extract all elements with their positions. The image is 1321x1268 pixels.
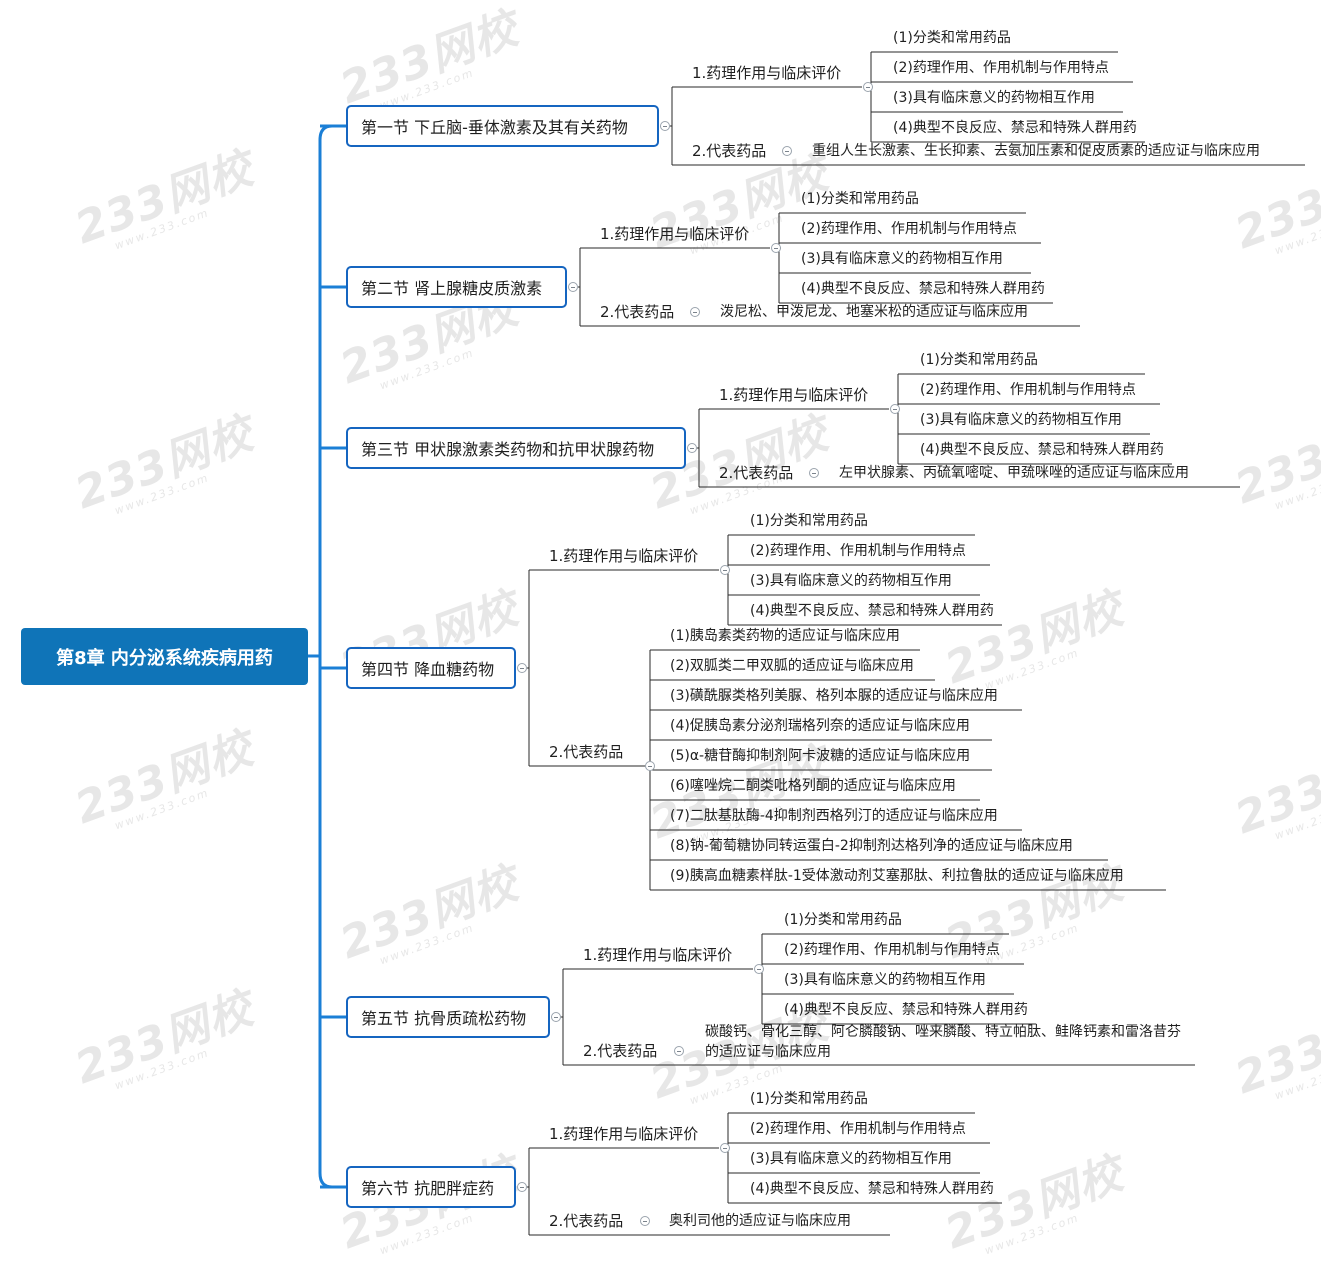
section-node[interactable]: 第二节 肾上腺糖皮质激素 bbox=[346, 266, 567, 308]
eval-item[interactable]: (3)具有临床意义的药物相互作用 bbox=[801, 251, 1003, 267]
collapse-toggle-icon[interactable] bbox=[551, 1012, 561, 1022]
drug-item[interactable]: (6)噻唑烷二酮类吡格列酮的适应证与临床应用 bbox=[670, 778, 956, 794]
eval-item[interactable]: (3)具有临床意义的药物相互作用 bbox=[750, 1151, 952, 1167]
collapse-toggle-icon[interactable] bbox=[568, 282, 578, 292]
eval-branch-label[interactable]: 1.药理作用与临床评价 bbox=[600, 225, 750, 243]
collapse-toggle-icon[interactable] bbox=[720, 565, 730, 575]
eval-item[interactable]: (1)分类和常用药品 bbox=[750, 1091, 868, 1107]
drug-branch-label[interactable]: 2.代表药品 bbox=[549, 743, 624, 761]
collapse-toggle-icon[interactable] bbox=[690, 307, 700, 317]
drug-item[interactable]: (9)胰高血糖素样肽-1受体激动剂艾塞那肽、利拉鲁肽的适应证与临床应用 bbox=[670, 868, 1124, 884]
drug-branch-label[interactable]: 2.代表药品 bbox=[692, 142, 767, 160]
eval-item[interactable]: (4)典型不良反应、禁忌和特殊人群用药 bbox=[750, 603, 994, 619]
collapse-toggle-icon[interactable] bbox=[517, 1182, 527, 1192]
section-node[interactable]: 第一节 下丘脑-垂体激素及其有关药物 bbox=[346, 105, 659, 147]
eval-item[interactable]: (2)药理作用、作用机制与作用特点 bbox=[893, 60, 1109, 76]
drug-branch-label[interactable]: 2.代表药品 bbox=[549, 1212, 624, 1230]
collapse-toggle-icon[interactable] bbox=[863, 82, 873, 92]
eval-item[interactable]: (2)药理作用、作用机制与作用特点 bbox=[801, 221, 1017, 237]
drug-branch-label[interactable]: 2.代表药品 bbox=[583, 1042, 658, 1060]
eval-item[interactable]: (3)具有临床意义的药物相互作用 bbox=[784, 972, 986, 988]
collapse-toggle-icon[interactable] bbox=[645, 761, 655, 771]
collapse-toggle-icon[interactable] bbox=[517, 663, 527, 673]
drug-item[interactable]: (2)双胍类二甲双胍的适应证与临床应用 bbox=[670, 658, 914, 674]
drug-item[interactable]: (5)α-糖苷酶抑制剂阿卡波糖的适应证与临床应用 bbox=[670, 748, 971, 764]
eval-branch-label[interactable]: 1.药理作用与临床评价 bbox=[692, 64, 842, 82]
drug-item[interactable]: 碳酸钙、骨化三醇、阿仑膦酸钠、唑来膦酸、特立帕肽、鲑降钙素和雷洛昔芬的适应证与临… bbox=[705, 1024, 1181, 1060]
eval-item[interactable]: (4)典型不良反应、禁忌和特殊人群用药 bbox=[784, 1002, 1028, 1018]
drug-item[interactable]: (3)磺酰脲类格列美脲、格列本脲的适应证与临床应用 bbox=[670, 688, 998, 704]
section-node[interactable]: 第三节 甲状腺激素类药物和抗甲状腺药物 bbox=[346, 427, 686, 469]
drug-item[interactable]: 奥利司他的适应证与临床应用 bbox=[669, 1213, 851, 1229]
drug-branch-label[interactable]: 2.代表药品 bbox=[600, 303, 675, 321]
collapse-toggle-icon[interactable] bbox=[809, 468, 819, 478]
eval-branch-label[interactable]: 1.药理作用与临床评价 bbox=[719, 386, 869, 404]
connector-lines bbox=[308, 51, 1305, 1236]
eval-item[interactable]: (1)分类和常用药品 bbox=[784, 912, 902, 928]
eval-item[interactable]: (2)药理作用、作用机制与作用特点 bbox=[750, 1121, 966, 1137]
drug-item[interactable]: 泼尼松、甲泼尼龙、地塞米松的适应证与临床应用 bbox=[720, 304, 1028, 320]
spine-line bbox=[318, 124, 334, 1189]
eval-item[interactable]: (1)分类和常用药品 bbox=[801, 191, 919, 207]
section-node[interactable]: 第四节 降血糖药物 bbox=[346, 647, 516, 689]
eval-item[interactable]: (1)分类和常用药品 bbox=[920, 352, 1038, 368]
eval-item[interactable]: (2)药理作用、作用机制与作用特点 bbox=[920, 382, 1136, 398]
eval-item[interactable]: (4)典型不良反应、禁忌和特殊人群用药 bbox=[750, 1181, 994, 1197]
drug-item[interactable]: (8)钠-葡萄糖协同转运蛋白-2抑制剂达格列净的适应证与临床应用 bbox=[670, 838, 1073, 854]
collapse-toggle-icon[interactable] bbox=[782, 146, 792, 156]
collapse-toggle-icon[interactable] bbox=[660, 121, 670, 131]
eval-item[interactable]: (4)典型不良反应、禁忌和特殊人群用药 bbox=[801, 281, 1045, 297]
drug-item[interactable]: (1)胰岛素类药物的适应证与临床应用 bbox=[670, 628, 900, 644]
collapse-toggle-icon[interactable] bbox=[890, 404, 900, 414]
eval-item[interactable]: (1)分类和常用药品 bbox=[893, 30, 1011, 46]
drug-item[interactable]: 重组人生长激素、生长抑素、去氨加压素和促皮质素的适应证与临床应用 bbox=[812, 143, 1260, 159]
collapse-toggle-icon[interactable] bbox=[720, 1143, 730, 1153]
collapse-toggle-icon[interactable] bbox=[640, 1216, 650, 1226]
eval-branch-label[interactable]: 1.药理作用与临床评价 bbox=[583, 946, 733, 964]
drug-branch-label[interactable]: 2.代表药品 bbox=[719, 464, 794, 482]
section-node[interactable]: 第六节 抗肥胖症药 bbox=[346, 1166, 516, 1208]
eval-item[interactable]: (2)药理作用、作用机制与作用特点 bbox=[784, 942, 1000, 958]
eval-item[interactable]: (3)具有临床意义的药物相互作用 bbox=[750, 573, 952, 589]
eval-item[interactable]: (4)典型不良反应、禁忌和特殊人群用药 bbox=[920, 442, 1164, 458]
eval-item[interactable]: (3)具有临床意义的药物相互作用 bbox=[893, 90, 1095, 106]
drug-item[interactable]: (4)促胰岛素分泌剂瑞格列奈的适应证与临床应用 bbox=[670, 718, 970, 734]
eval-branch-label[interactable]: 1.药理作用与临床评价 bbox=[549, 547, 699, 565]
collapse-toggle-icon[interactable] bbox=[771, 243, 781, 253]
eval-item[interactable]: (1)分类和常用药品 bbox=[750, 513, 868, 529]
eval-item[interactable]: (3)具有临床意义的药物相互作用 bbox=[920, 412, 1122, 428]
eval-item[interactable]: (2)药理作用、作用机制与作用特点 bbox=[750, 543, 966, 559]
drug-item[interactable]: (7)二肽基肽酶-4抑制剂西格列汀的适应证与临床应用 bbox=[670, 808, 998, 824]
eval-branch-label[interactable]: 1.药理作用与临床评价 bbox=[549, 1125, 699, 1143]
collapse-toggle-icon[interactable] bbox=[754, 964, 764, 974]
collapse-toggle-icon[interactable] bbox=[687, 443, 697, 453]
section-node[interactable]: 第五节 抗骨质疏松药物 bbox=[346, 996, 550, 1038]
collapse-toggle-icon[interactable] bbox=[674, 1046, 684, 1056]
root-topic[interactable]: 第8章 内分泌系统疾病用药 bbox=[21, 628, 308, 685]
eval-item[interactable]: (4)典型不良反应、禁忌和特殊人群用药 bbox=[893, 120, 1137, 136]
drug-item[interactable]: 左甲状腺素、丙硫氧嘧啶、甲巯咪唑的适应证与临床应用 bbox=[839, 465, 1189, 481]
